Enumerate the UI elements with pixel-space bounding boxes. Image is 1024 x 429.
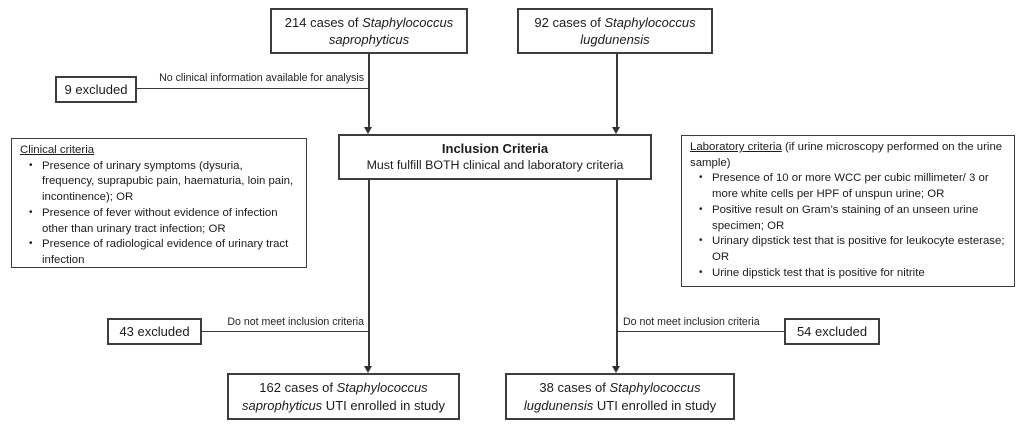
bullet-icon: • — [699, 172, 703, 184]
node-saprophyticus-cases: 214 cases of Staphylococcus saprophyticu… — [270, 8, 468, 54]
arrowhead-sapro-enrolled — [364, 366, 372, 373]
node-saprophyticus-cases-text: 214 cases of Staphylococcus saprophyticu… — [272, 13, 466, 49]
node-excluded-43: 43 excluded — [107, 318, 202, 345]
case-count-text: 214 cases of — [284, 14, 363, 30]
bullet-icon: • — [699, 235, 703, 247]
laboratory-criteria-heading-suffix: (if urine microscopy performed on the ur… — [690, 141, 1003, 169]
clinical-bullet-2: Presence of fever without evidence of in… — [42, 206, 278, 235]
node-saprophyticus-enrolled-text: 162 cases of Staphylococcus saprophyticu… — [229, 378, 458, 414]
node-lugdunensis-enrolled: 38 cases of Staphylococcus lugdunensis U… — [505, 373, 735, 420]
node-lugdunensis-cases-text: 92 cases of Staphylococcus lugdunensis — [519, 13, 711, 49]
connector-excluded-54 — [617, 331, 784, 333]
laboratory-criteria-heading: Laboratory criteria (if urine microscopy… — [690, 140, 1006, 171]
connector-inclusion-to-lugd-enrolled — [616, 180, 618, 366]
node-lugdunensis-cases: 92 cases of Staphylococcus lugdunensis — [517, 8, 713, 54]
species-name: Staphylococcus saprophyticus — [328, 14, 454, 47]
species-name: Staphylococcus saprophyticus — [241, 380, 428, 413]
arrowhead-lugd-enrolled — [612, 366, 620, 373]
enrolled-text: UTI enrolled in study — [322, 397, 446, 413]
laboratory-bullet-4: Urine dipstick test that is positive for… — [712, 266, 925, 279]
bullet-icon: • — [29, 206, 33, 218]
laboratory-bullet-2: Positive result on Gram’s staining of an… — [712, 203, 979, 232]
list-item: • Presence of radiological evidence of ur… — [20, 237, 298, 268]
laboratory-criteria-list: • Presence of 10 or more WCC per cubic mi… — [690, 171, 1006, 281]
node-excluded-9: 9 excluded — [55, 76, 137, 103]
laboratory-bullet-3: Urinary dipstick test that is positive f… — [712, 235, 1005, 264]
case-count-text: 162 cases of — [259, 380, 337, 396]
laboratory-criteria-heading-text: Laboratory criteria — [690, 141, 782, 153]
case-count-text: 38 cases of — [539, 380, 610, 396]
edge-label-not-meet-criteria-left: Do not meet inclusion criteria — [227, 316, 364, 328]
connector-inclusion-to-sapro-enrolled — [368, 180, 370, 366]
list-item: • Positive result on Gram’s staining of a… — [690, 203, 1006, 234]
species-name: Staphylococcus lugdunensis — [580, 14, 696, 47]
inclusion-criteria-subtitle: Must fulfill BOTH clinical and laborator… — [366, 158, 624, 173]
list-item: • Presence of fever without evidence of i… — [20, 206, 298, 237]
excluded-43-label: 43 excluded — [119, 323, 190, 339]
bullet-icon: • — [699, 203, 703, 215]
species-name: Staphylococcus lugdunensis — [523, 380, 701, 413]
laboratory-bullet-1: Presence of 10 or more WCC per cubic mil… — [712, 172, 989, 201]
excluded-54-label: 54 excluded — [796, 323, 868, 339]
list-item: • Urinary dipstick test that is positive … — [690, 234, 1006, 265]
connector-lugd-to-inclusion — [616, 53, 618, 128]
case-count-text: 92 cases of — [534, 14, 605, 30]
clinical-bullet-3: Presence of radiological evidence of uri… — [42, 238, 289, 267]
node-lugdunensis-enrolled-text: 38 cases of Staphylococcus lugdunensis U… — [507, 378, 733, 414]
bullet-icon: • — [29, 159, 33, 171]
bullet-icon: • — [699, 266, 703, 278]
clinical-criteria-list: • Presence of urinary symptoms (dysuria, … — [20, 159, 298, 269]
node-inclusion-criteria: Inclusion Criteria Must fulfill BOTH cli… — [338, 134, 652, 180]
edge-label-not-meet-criteria-right: Do not meet inclusion criteria — [623, 316, 760, 328]
excluded-9-label: 9 excluded — [64, 81, 128, 97]
clinical-criteria-panel: Clinical criteria • Presence of urinary s… — [11, 138, 307, 268]
node-excluded-54: 54 excluded — [784, 318, 880, 345]
arrowhead-lugd-inclusion — [612, 127, 620, 134]
connector-sapro-to-inclusion — [368, 53, 370, 128]
inclusion-criteria-title: Inclusion Criteria — [441, 141, 549, 157]
laboratory-criteria-panel: Laboratory criteria (if urine microscopy… — [681, 135, 1015, 287]
clinical-criteria-heading: Clinical criteria — [20, 143, 298, 159]
arrowhead-sapro-inclusion — [364, 127, 372, 134]
list-item: • Presence of 10 or more WCC per cubic mi… — [690, 171, 1006, 202]
list-item: • Presence of urinary symptoms (dysuria, … — [20, 159, 298, 206]
edge-label-no-clinical-info: No clinical information available for an… — [159, 72, 364, 84]
node-saprophyticus-enrolled: 162 cases of Staphylococcus saprophyticu… — [227, 373, 460, 420]
bullet-icon: • — [29, 238, 33, 250]
enrolled-text: UTI enrolled in study — [593, 397, 717, 413]
clinical-bullet-1: Presence of urinary symptoms (dysuria, f… — [42, 159, 294, 204]
connector-excluded-9 — [137, 88, 369, 90]
list-item: • Urine dipstick test that is positive fo… — [690, 266, 1006, 282]
connector-excluded-43 — [202, 331, 369, 333]
clinical-criteria-heading-text: Clinical criteria — [20, 144, 95, 156]
